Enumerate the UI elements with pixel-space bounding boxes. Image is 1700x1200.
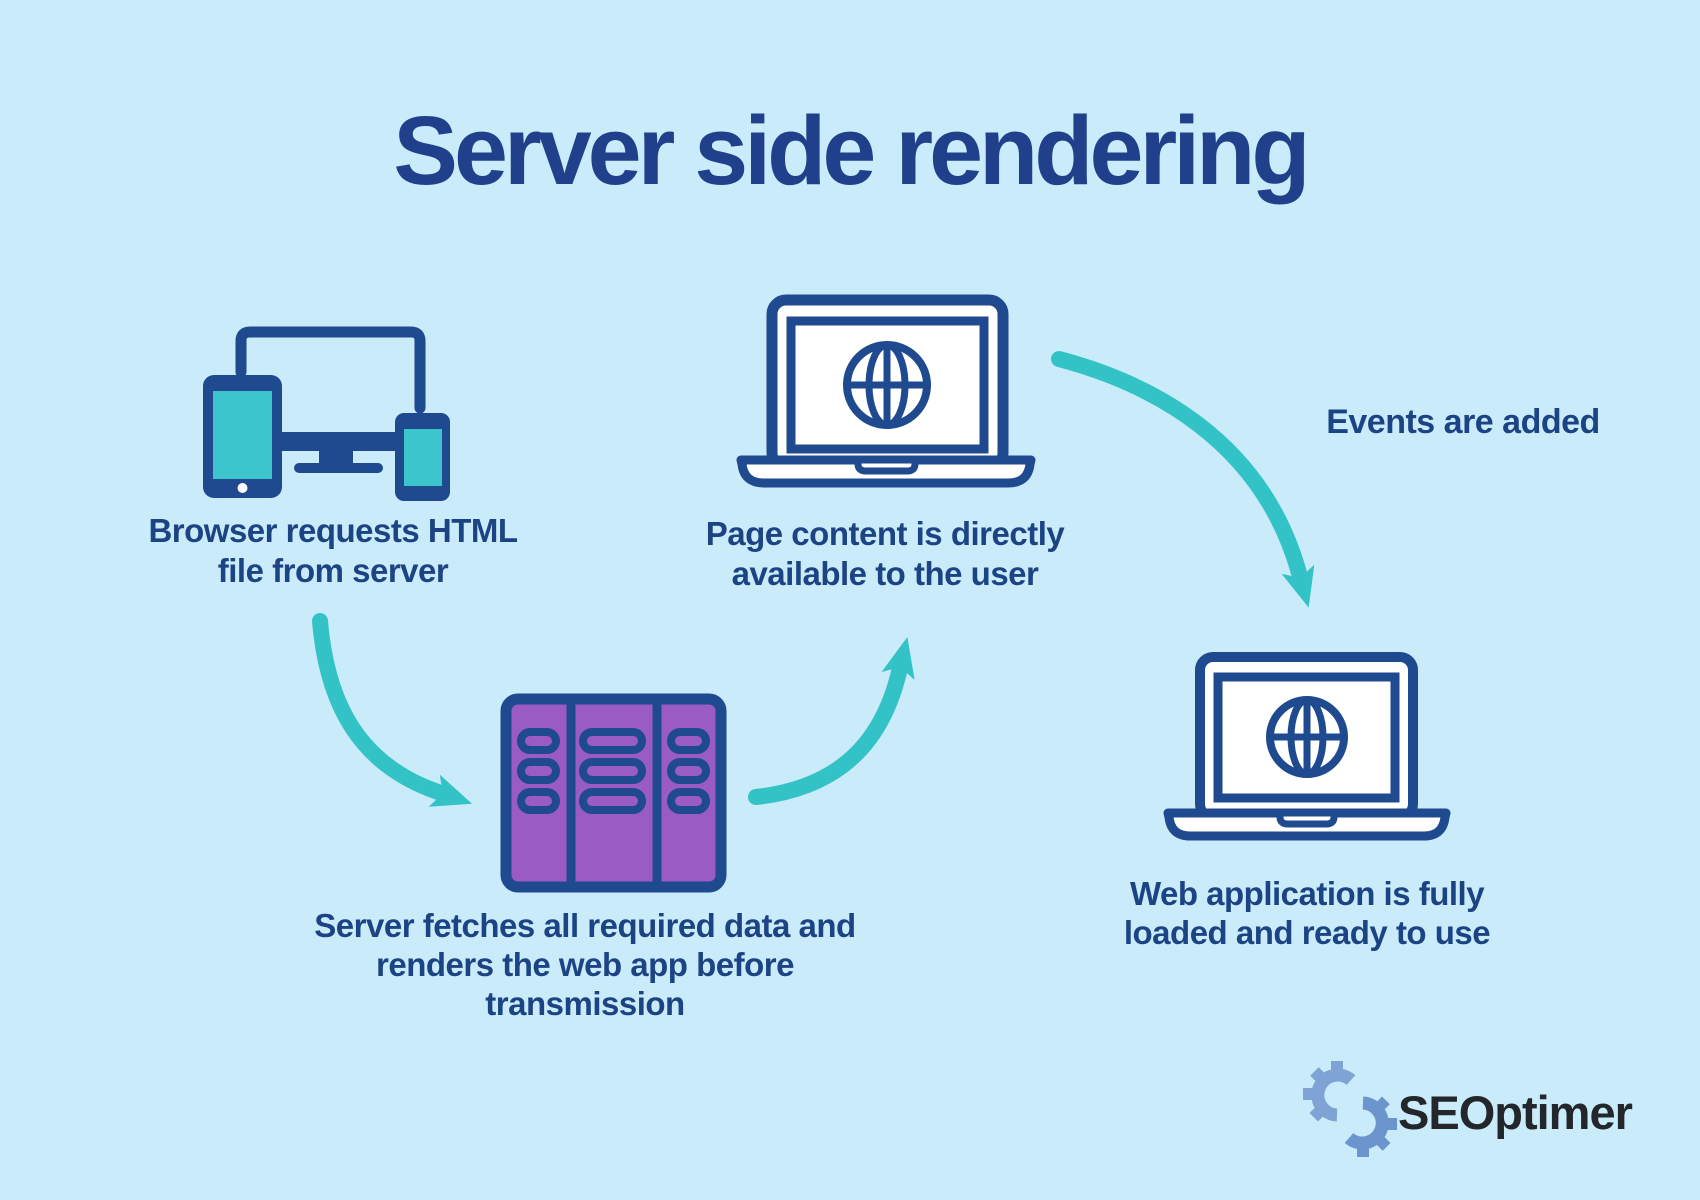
tablet-home-button <box>237 483 248 493</box>
caption-web-application: Web application is fully loaded and read… <box>1047 874 1567 952</box>
laptop-base-notch <box>1276 809 1338 828</box>
caption-line: renders the web app before <box>376 946 794 983</box>
caption-line: file from server <box>217 552 449 589</box>
globe-icon <box>843 341 931 429</box>
phone-screen <box>404 429 442 486</box>
caption-line: Web application is fully <box>1129 875 1485 912</box>
monitor-stand-base <box>294 463 383 473</box>
gear-half-light <box>1303 1061 1356 1122</box>
arrow-browser-to-server <box>312 613 473 807</box>
monitor-icon <box>235 326 426 414</box>
caption-page-content: Page content is directly available to th… <box>615 514 1155 594</box>
page-title: Server side rendering <box>393 96 1310 205</box>
caption-line: available to the user <box>731 555 1039 592</box>
seoptimer-gear-icon <box>1303 1061 1397 1157</box>
server-icon <box>500 693 727 893</box>
arrow-server-to-page <box>748 636 915 805</box>
laptop-base-notch <box>854 456 919 475</box>
monitor-bottom-bar <box>278 432 398 451</box>
arrow-page-to-webapp <box>1051 351 1315 608</box>
server-slots <box>517 728 710 814</box>
caption-browser-request: Browser requests HTML file from server <box>73 511 593 591</box>
laptop-globe-icon-top <box>736 294 1036 488</box>
caption-line: transmission <box>485 985 685 1022</box>
gear-half-dark <box>1344 1096 1397 1157</box>
caption-server-fetches: Server fetches all required data and ren… <box>285 906 885 1023</box>
globe-icon <box>1266 696 1348 778</box>
caption-line: Browser requests HTML <box>148 512 518 549</box>
tablet-screen <box>213 391 272 479</box>
caption-line: Server fetches all required data and <box>314 907 856 944</box>
events-added-label: Events are added <box>1326 403 1600 441</box>
seoptimer-logo-text: SEOptimer <box>1398 1086 1633 1139</box>
monitor-stand-neck <box>319 451 353 463</box>
caption-line: Page content is directly <box>705 515 1065 552</box>
devices-icon <box>203 326 450 501</box>
caption-line: loaded and ready to use <box>1123 914 1491 951</box>
laptop-globe-icon-bottom <box>1163 652 1451 841</box>
